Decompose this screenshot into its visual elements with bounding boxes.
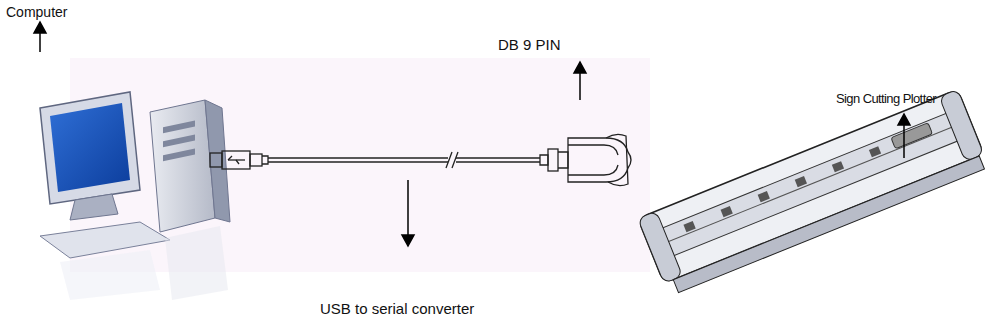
- computer-illustration: [40, 92, 230, 300]
- connector-label: DB 9 PIN: [498, 36, 561, 53]
- usb-cable: [210, 134, 631, 185]
- plotter-illustration: [638, 89, 987, 296]
- pointer-arrows: [34, 22, 910, 246]
- plotter-label: Sign Cutting Plotter: [836, 92, 936, 107]
- computer-label: Computer: [6, 4, 67, 20]
- converter-label: USB to serial converter: [320, 300, 474, 317]
